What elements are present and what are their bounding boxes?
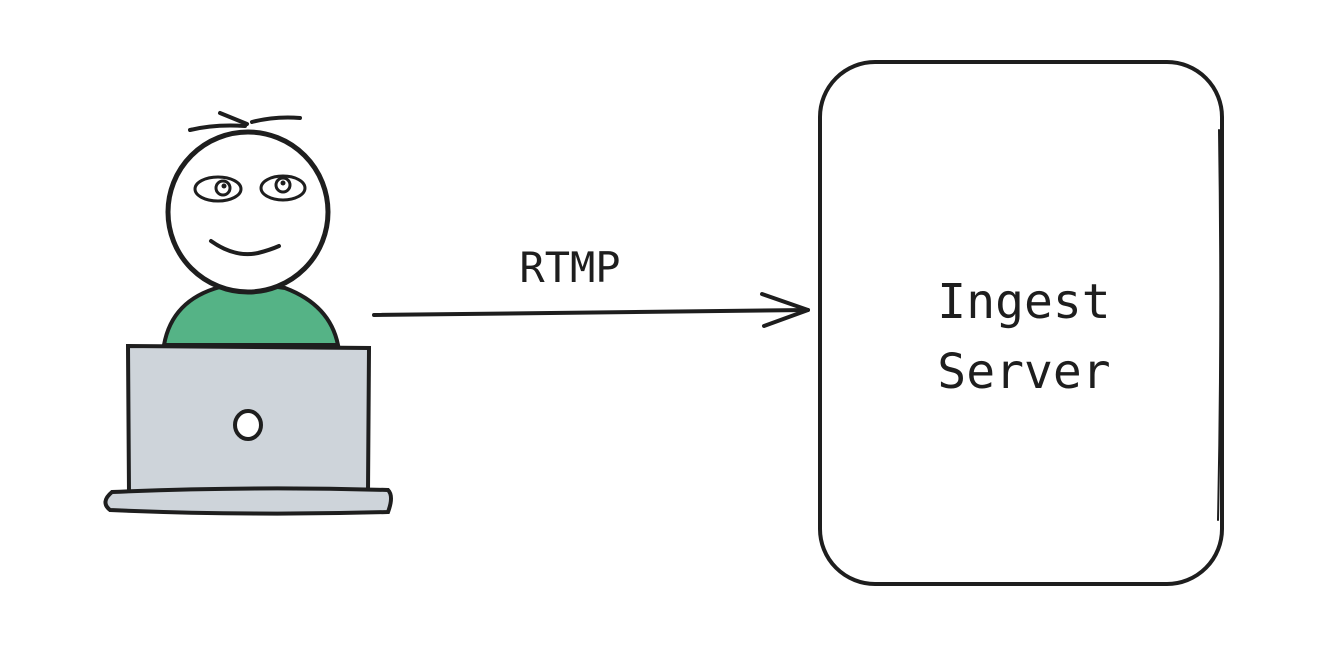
head [165, 129, 331, 295]
hair-stroke [218, 111, 249, 126]
laptop-logo [233, 409, 263, 441]
laptop-base [103, 486, 393, 516]
rtmp-edge: RTMP [372, 243, 810, 328]
ingest-label-line-2: Server [937, 344, 1110, 400]
hair-stroke [188, 123, 247, 132]
box-sketch-line [879, 60, 1161, 64]
arrow-line [372, 308, 810, 317]
box-sketch-line [1217, 129, 1222, 521]
right-pupil-dot [280, 180, 286, 186]
streamer-person [103, 111, 393, 516]
ingest-server-node[interactable]: Ingest Server [818, 60, 1224, 586]
left-pupil-dot [221, 183, 227, 189]
ingest-label-line-1: Ingest [937, 274, 1110, 330]
arrow-head [760, 292, 810, 328]
mouth [209, 239, 281, 257]
edge-label-rtmp: RTMP [519, 243, 620, 292]
hair-stroke [250, 115, 302, 124]
